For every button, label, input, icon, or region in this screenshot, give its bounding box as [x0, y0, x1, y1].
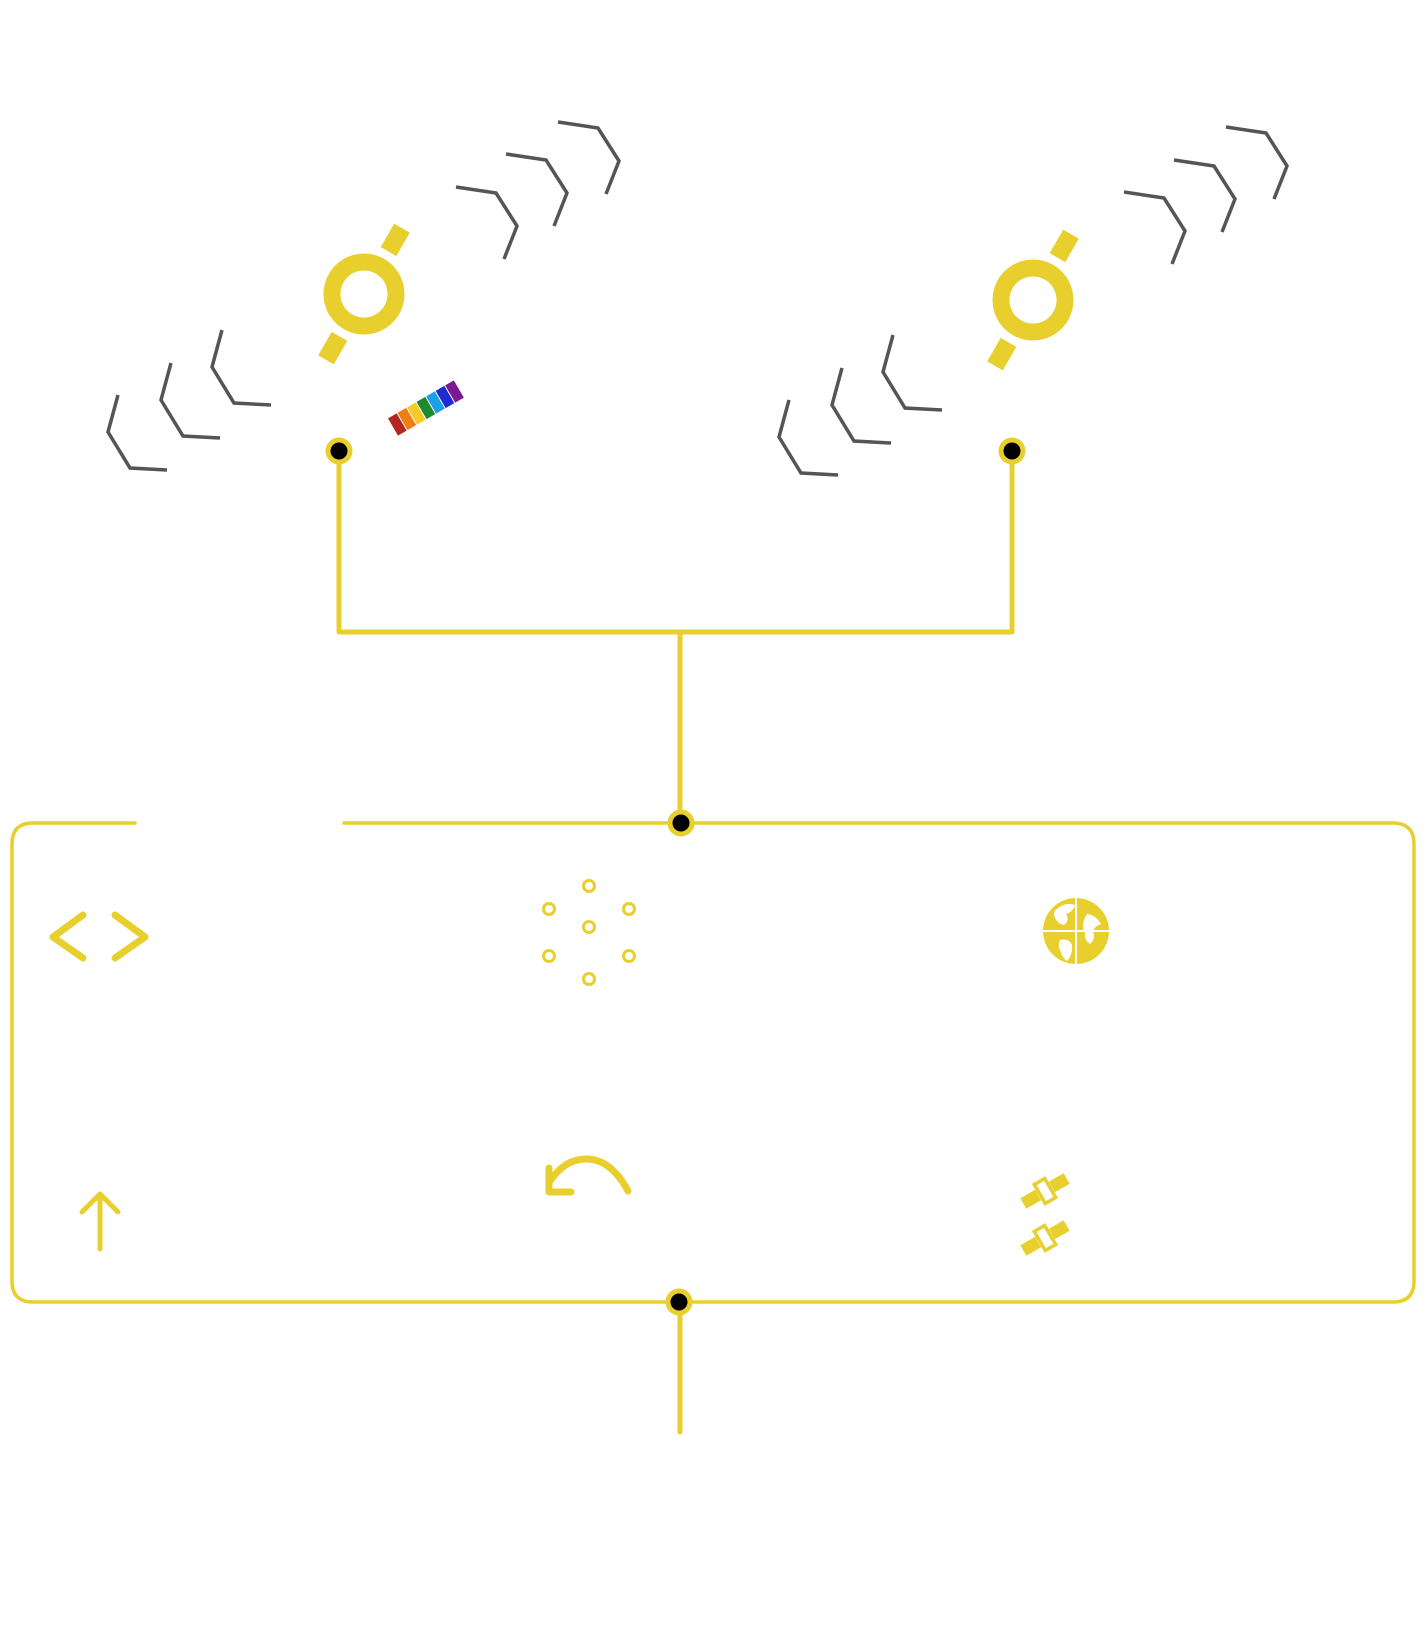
hub-box — [10, 809, 1416, 1435]
connector-node-sensor-1 — [325, 437, 353, 465]
globe-icon — [1043, 898, 1109, 964]
sensor-node-icon — [318, 223, 410, 365]
undo-arrow-icon — [545, 1155, 632, 1196]
sensor-1 — [106, 120, 621, 472]
connector-node-sensor-2 — [998, 437, 1026, 465]
spectrum-segment — [416, 396, 436, 420]
spectrum-segment — [397, 407, 417, 431]
satellite-pair-icon — [1020, 1173, 1070, 1256]
signal-waves-icon — [777, 125, 1289, 477]
connector-lines — [336, 459, 1015, 815]
spectrum-segment — [407, 402, 426, 425]
spectrum-bar-icon — [388, 380, 464, 436]
spectrum-segment — [445, 380, 464, 403]
hub-input-node — [667, 809, 695, 837]
spectrum-segment — [426, 391, 445, 414]
sensor-node-icon — [987, 229, 1079, 371]
hub-output-node — [665, 1288, 693, 1316]
arrow-up-icon — [79, 1191, 121, 1252]
dots-circle-icon — [542, 879, 636, 986]
spectrum-segment — [388, 413, 407, 436]
code-brackets-icon — [49, 911, 149, 962]
signal-waves-icon — [106, 120, 621, 472]
sensor-2 — [777, 125, 1289, 477]
spectrum-segment — [435, 385, 455, 409]
